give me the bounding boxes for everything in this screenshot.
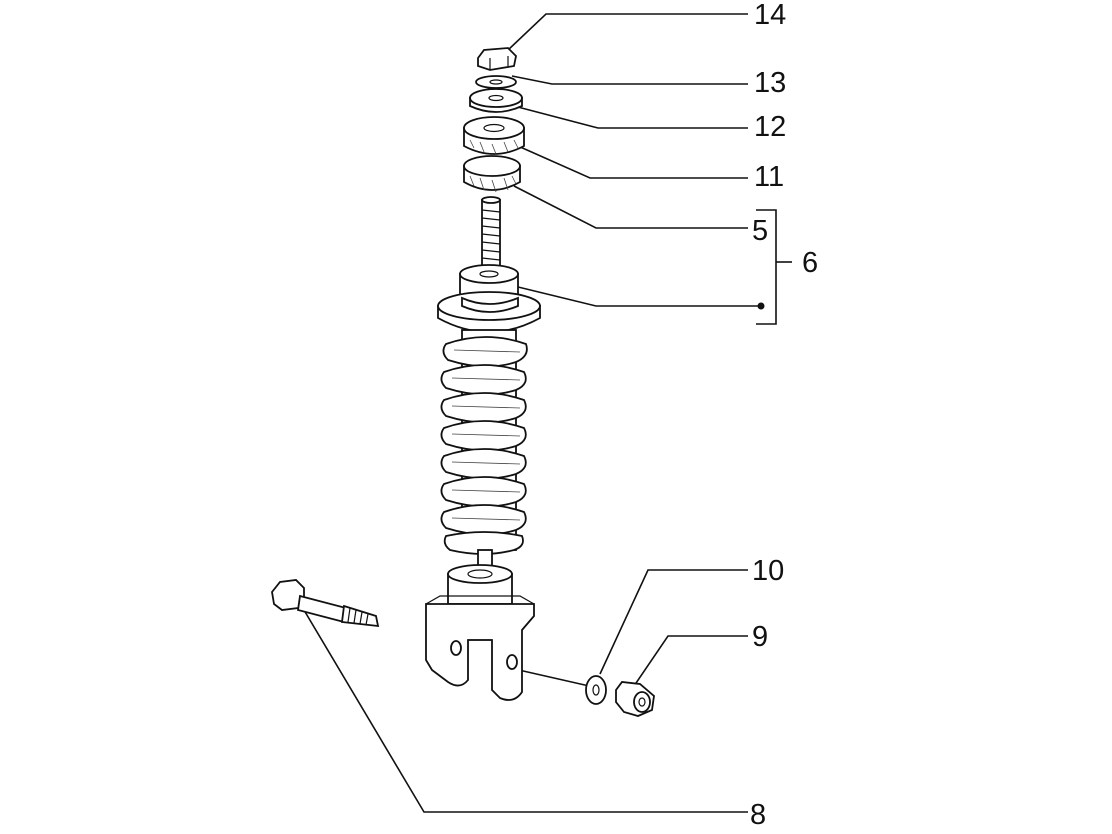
callout-5: 5 xyxy=(752,215,768,247)
leader-8 xyxy=(297,599,748,813)
callout-8: 8 xyxy=(750,799,766,831)
part-11-rubber-bushing xyxy=(463,116,525,155)
part-5-rubber-bushing xyxy=(463,155,521,193)
clevis-mount xyxy=(425,595,535,701)
leader-5 xyxy=(513,185,748,229)
callout-6: 6 xyxy=(802,247,818,279)
threaded-rod xyxy=(481,196,501,279)
coil-spring xyxy=(440,329,528,555)
leader-6-dot xyxy=(757,302,765,310)
callout-10: 10 xyxy=(752,555,784,587)
part-13-washer xyxy=(475,75,517,89)
bracket-6 xyxy=(756,209,777,325)
leader-10 xyxy=(599,569,748,675)
leader-lines xyxy=(297,13,792,813)
callout-11: 11 xyxy=(754,161,784,193)
leader-9 xyxy=(633,635,748,687)
part-8-bolt xyxy=(271,579,380,628)
leader-11 xyxy=(517,145,748,179)
callout-13: 13 xyxy=(754,67,786,99)
part-6-shock-absorber xyxy=(425,196,541,701)
leader-12 xyxy=(513,105,748,129)
callout-14: 14 xyxy=(754,0,786,31)
part-9-nut xyxy=(615,681,655,717)
bolt-axis-line xyxy=(509,667,599,689)
leader-6-assembly xyxy=(513,285,760,307)
part-10-washer xyxy=(585,675,607,705)
callout-9: 9 xyxy=(752,621,768,653)
leader-13 xyxy=(511,75,748,85)
part-14-top-nut xyxy=(477,47,517,71)
callout-labels: 14 13 12 11 5 6 10 9 8 xyxy=(750,0,818,831)
part-12-cup-washer xyxy=(469,88,523,113)
leader-14 xyxy=(507,13,748,51)
callout-12: 12 xyxy=(754,111,786,143)
